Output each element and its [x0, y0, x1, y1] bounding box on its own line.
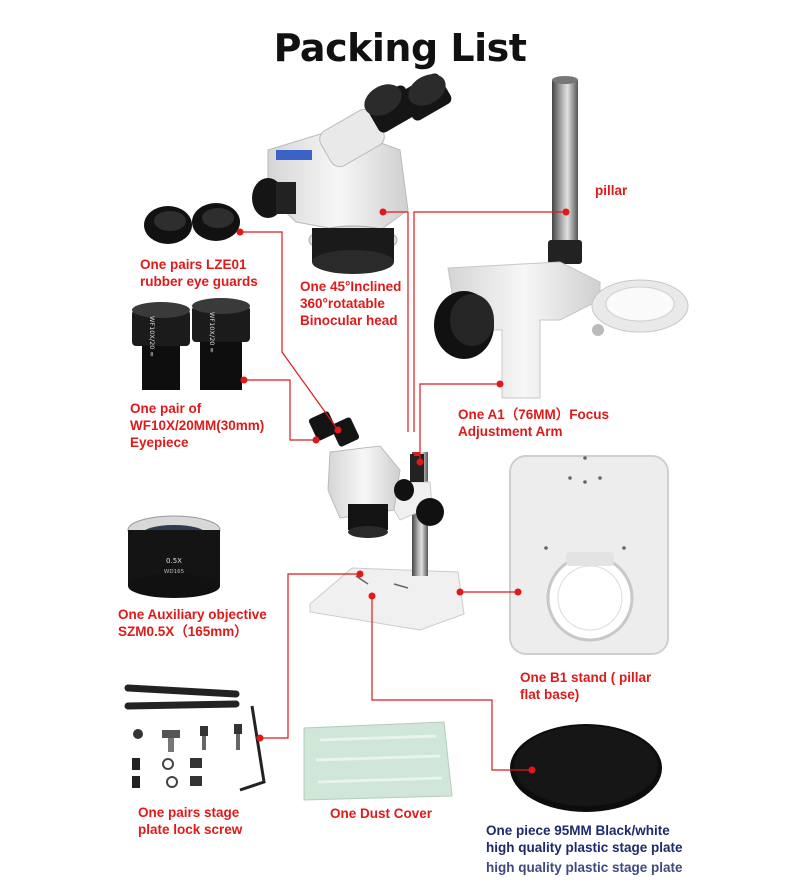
aux-objective-engraving-top: 0.5X: [166, 557, 182, 565]
eyepiece-label: One pair of WF10X/20MM(30mm) Eyepiece: [130, 401, 265, 450]
focus-arm-label: One A1（76MM）Focus Adjustment Arm: [458, 407, 610, 439]
dust-cover-image: [303, 721, 453, 801]
eyepiece-image: WF10X/20 ∞ WF10X/20 ∞: [132, 298, 250, 390]
pillar-label: pillar: [595, 183, 628, 198]
lock-screw-image: [124, 684, 266, 792]
stage-plate-label: One piece 95MM Black/white high quality …: [486, 823, 683, 855]
dust-cover-label: One Dust Cover: [330, 806, 433, 821]
binocular-head-image: [252, 73, 452, 274]
lock-screw-label: One pairs stage plate lock screw: [138, 805, 243, 837]
stage-plate-label-echo: high quality plastic stage plate: [486, 860, 683, 875]
pillar-image: [548, 76, 582, 264]
focus-arm-image: [434, 261, 689, 399]
page-title: Packing List: [273, 26, 527, 70]
assembled-microscope-image: [308, 411, 465, 631]
eye-guards-label: One pairs LZE01 rubber eye guards: [140, 257, 258, 289]
stand-label: One B1 stand ( pillar flat base): [520, 670, 652, 702]
aux-objective-image: 0.5X WD165: [127, 515, 221, 598]
aux-objective-engraving-bottom: WD165: [164, 569, 185, 575]
binocular-head-label: One 45°Inclined 360°rotatable Binocular …: [300, 279, 402, 328]
aux-objective-label: One Auxiliary objective SZM0.5X（165mm）: [118, 607, 267, 639]
eyepiece-engraving-left: WF10X/20 ∞: [148, 316, 156, 357]
stage-plate-image: [510, 724, 662, 812]
eye-guards-image: [144, 203, 240, 244]
eyepiece-engraving-right: WF10X/20 ∞: [208, 312, 216, 353]
stand-image: [509, 455, 669, 655]
